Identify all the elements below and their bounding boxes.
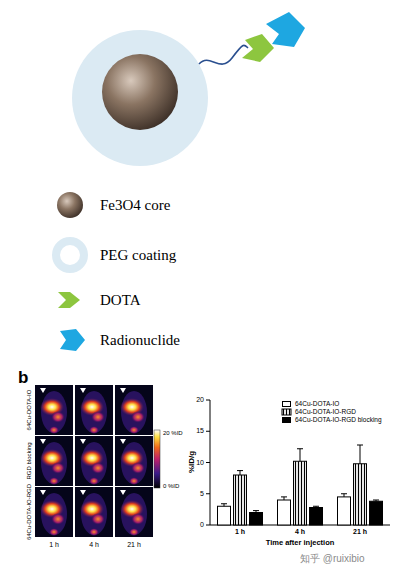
tick	[206, 525, 210, 526]
bar	[294, 461, 307, 525]
pet-image	[75, 487, 113, 537]
pet-image	[115, 436, 153, 486]
pet-image	[115, 487, 153, 537]
radionuclide-icon	[60, 329, 85, 351]
legend-swatch	[282, 401, 291, 407]
tick-label: 10	[196, 459, 204, 467]
legend-text: Radionuclide	[100, 332, 180, 349]
error-bar	[297, 449, 303, 462]
row-label: 64Cu-DOTA-IO-RGD	[26, 484, 33, 540]
radionuclide	[266, 12, 305, 47]
legend-text: DOTA	[100, 292, 140, 309]
peg-icon	[56, 241, 84, 269]
bar-chart	[206, 400, 390, 525]
column-label: 4 h	[89, 541, 99, 549]
error-bar	[357, 445, 363, 464]
tick	[206, 493, 210, 494]
tick-label: 0	[200, 521, 204, 529]
bar	[370, 501, 383, 525]
row-label: RGD blocking	[26, 442, 33, 479]
error-bar	[253, 511, 259, 513]
axis-title: %ID/g	[188, 451, 197, 473]
column-label: 1 h	[49, 541, 59, 549]
error-bar	[373, 500, 379, 501]
bar	[234, 475, 247, 525]
legend-text: Fe3O4 core	[100, 197, 170, 214]
peg-shell	[72, 30, 208, 166]
core-icon	[57, 192, 83, 218]
error-bar	[313, 506, 319, 507]
panel-letter: b	[18, 369, 28, 388]
tick	[206, 462, 210, 463]
tick-label: 20	[196, 396, 204, 404]
scale-max: 20 %ID	[163, 430, 183, 437]
pet-image	[75, 385, 113, 435]
error-bar	[237, 471, 243, 475]
bar	[218, 506, 231, 525]
legend-swatch	[282, 417, 291, 423]
bar	[310, 508, 323, 526]
tick-label: 1 h	[235, 528, 245, 536]
legend-text: 64Cu-DOTA-IO-RGD	[295, 408, 356, 415]
dota-chelator	[242, 34, 274, 62]
pet-image	[35, 487, 73, 537]
pet-image	[35, 436, 73, 486]
watermark: 知乎 @ruixibio	[300, 553, 365, 564]
bar	[354, 464, 367, 525]
tick-label: 15	[196, 427, 204, 435]
legend-text: 64Cu-DOTA-IO-RGD blocking	[295, 416, 382, 423]
tick-label: 21 h	[353, 528, 367, 536]
row-label: 64Cu-DOTA-IO	[26, 390, 33, 431]
error-bar	[281, 497, 287, 500]
color-scale-bar	[154, 430, 160, 488]
tick-label: 5	[200, 490, 204, 498]
tick	[206, 431, 210, 432]
axis-title: Time after injection	[266, 539, 335, 547]
error-bars	[221, 445, 379, 513]
error-bar	[341, 494, 347, 497]
column-label: 21 h	[127, 541, 141, 549]
legend-text: 64Cu-DOTA-IO	[295, 400, 339, 407]
error-bar	[221, 504, 227, 507]
pet-image	[75, 436, 113, 486]
pet-image	[35, 385, 73, 435]
bar	[338, 497, 351, 525]
tick	[206, 400, 210, 401]
dota-icon	[58, 292, 80, 308]
legend-sample	[282, 409, 291, 415]
tick-label: 4 h	[295, 528, 305, 536]
pet-image	[115, 385, 153, 435]
legend-text: PEG coating	[100, 247, 176, 264]
bar	[250, 513, 263, 526]
bar	[278, 500, 291, 525]
iron-oxide-core	[102, 54, 178, 130]
linker-chain	[199, 45, 248, 64]
scale-min: 0 %ID	[163, 483, 179, 490]
